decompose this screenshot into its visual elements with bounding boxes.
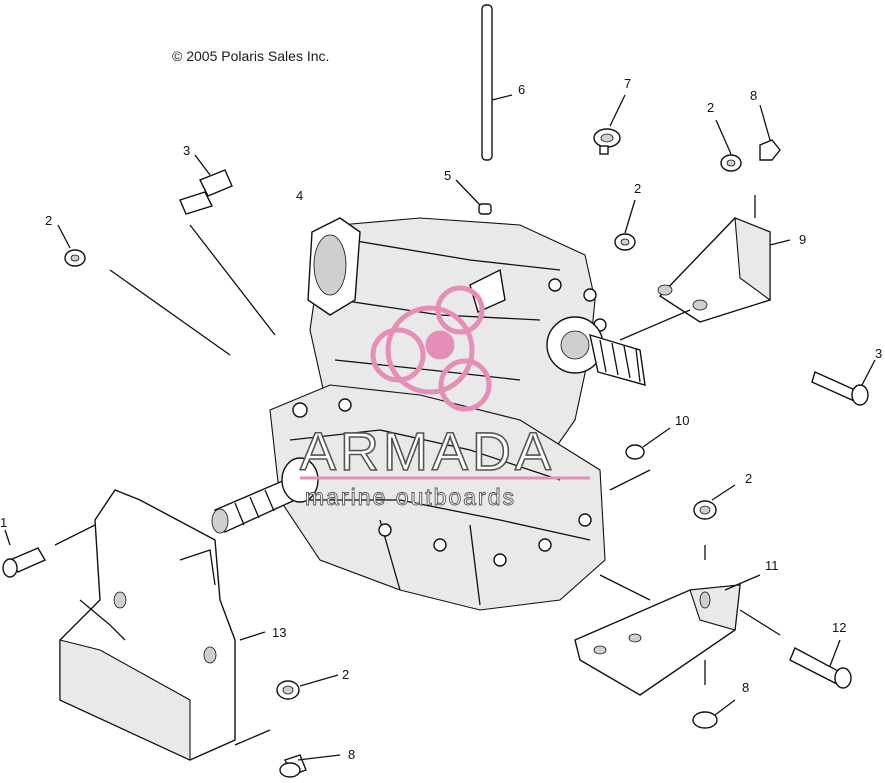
- callout-5: 5: [444, 168, 451, 183]
- copyright-notice: © 2005 Polaris Sales Inc.: [172, 48, 330, 64]
- lower-right-bolt: [789, 639, 852, 689]
- callout-3: 3: [183, 143, 190, 158]
- watermark: ARMADA marine outboards: [299, 285, 590, 510]
- callout-8: 8: [348, 747, 355, 762]
- callout-8: 8: [750, 88, 757, 103]
- housing-bolts: [292, 278, 607, 567]
- washer: [609, 427, 671, 491]
- plug: [455, 179, 492, 215]
- lower-right-bracket: [574, 484, 781, 729]
- callout-12: 12: [832, 620, 846, 635]
- callout-4: 4: [296, 188, 303, 203]
- hose-clamp: [593, 94, 626, 155]
- left-bracket: [59, 489, 271, 761]
- vent-tube: [481, 4, 513, 161]
- callout-6: 6: [518, 82, 525, 97]
- callout-2: 2: [745, 471, 752, 486]
- watermark-logo-icon: [370, 285, 492, 412]
- callout-3: 3: [875, 346, 882, 361]
- engine-assembly: [211, 217, 646, 611]
- callout-labels: 6 7 2 8 3 5 2 4 2 9 3 10 2 1 11 12 13 2 …: [0, 76, 882, 762]
- watermark-tagline: marine outboards: [305, 484, 516, 510]
- callout-8: 8: [742, 680, 749, 695]
- callout-2: 2: [342, 667, 349, 682]
- upper-nut-bolt-set: [614, 104, 781, 251]
- left-output-shaft: [211, 457, 319, 534]
- callout-7: 7: [624, 76, 631, 91]
- upper-right-bracket: [619, 195, 791, 341]
- callout-10: 10: [675, 413, 689, 428]
- callout-11: 11: [765, 558, 779, 573]
- left-bolt: [2, 524, 96, 578]
- callout-9: 9: [799, 232, 806, 247]
- callout-13: 13: [272, 625, 286, 640]
- right-output-shaft: [546, 316, 646, 386]
- callout-2: 2: [634, 181, 641, 196]
- watermark-brand: ARMADA: [300, 422, 555, 482]
- callout-2: 2: [45, 213, 52, 228]
- lower-fasteners: [276, 674, 341, 778]
- callout-2: 2: [707, 100, 714, 115]
- right-long-bolt: [811, 359, 876, 406]
- upper-left-fasteners: [57, 154, 276, 356]
- callout-1: 1: [0, 515, 7, 530]
